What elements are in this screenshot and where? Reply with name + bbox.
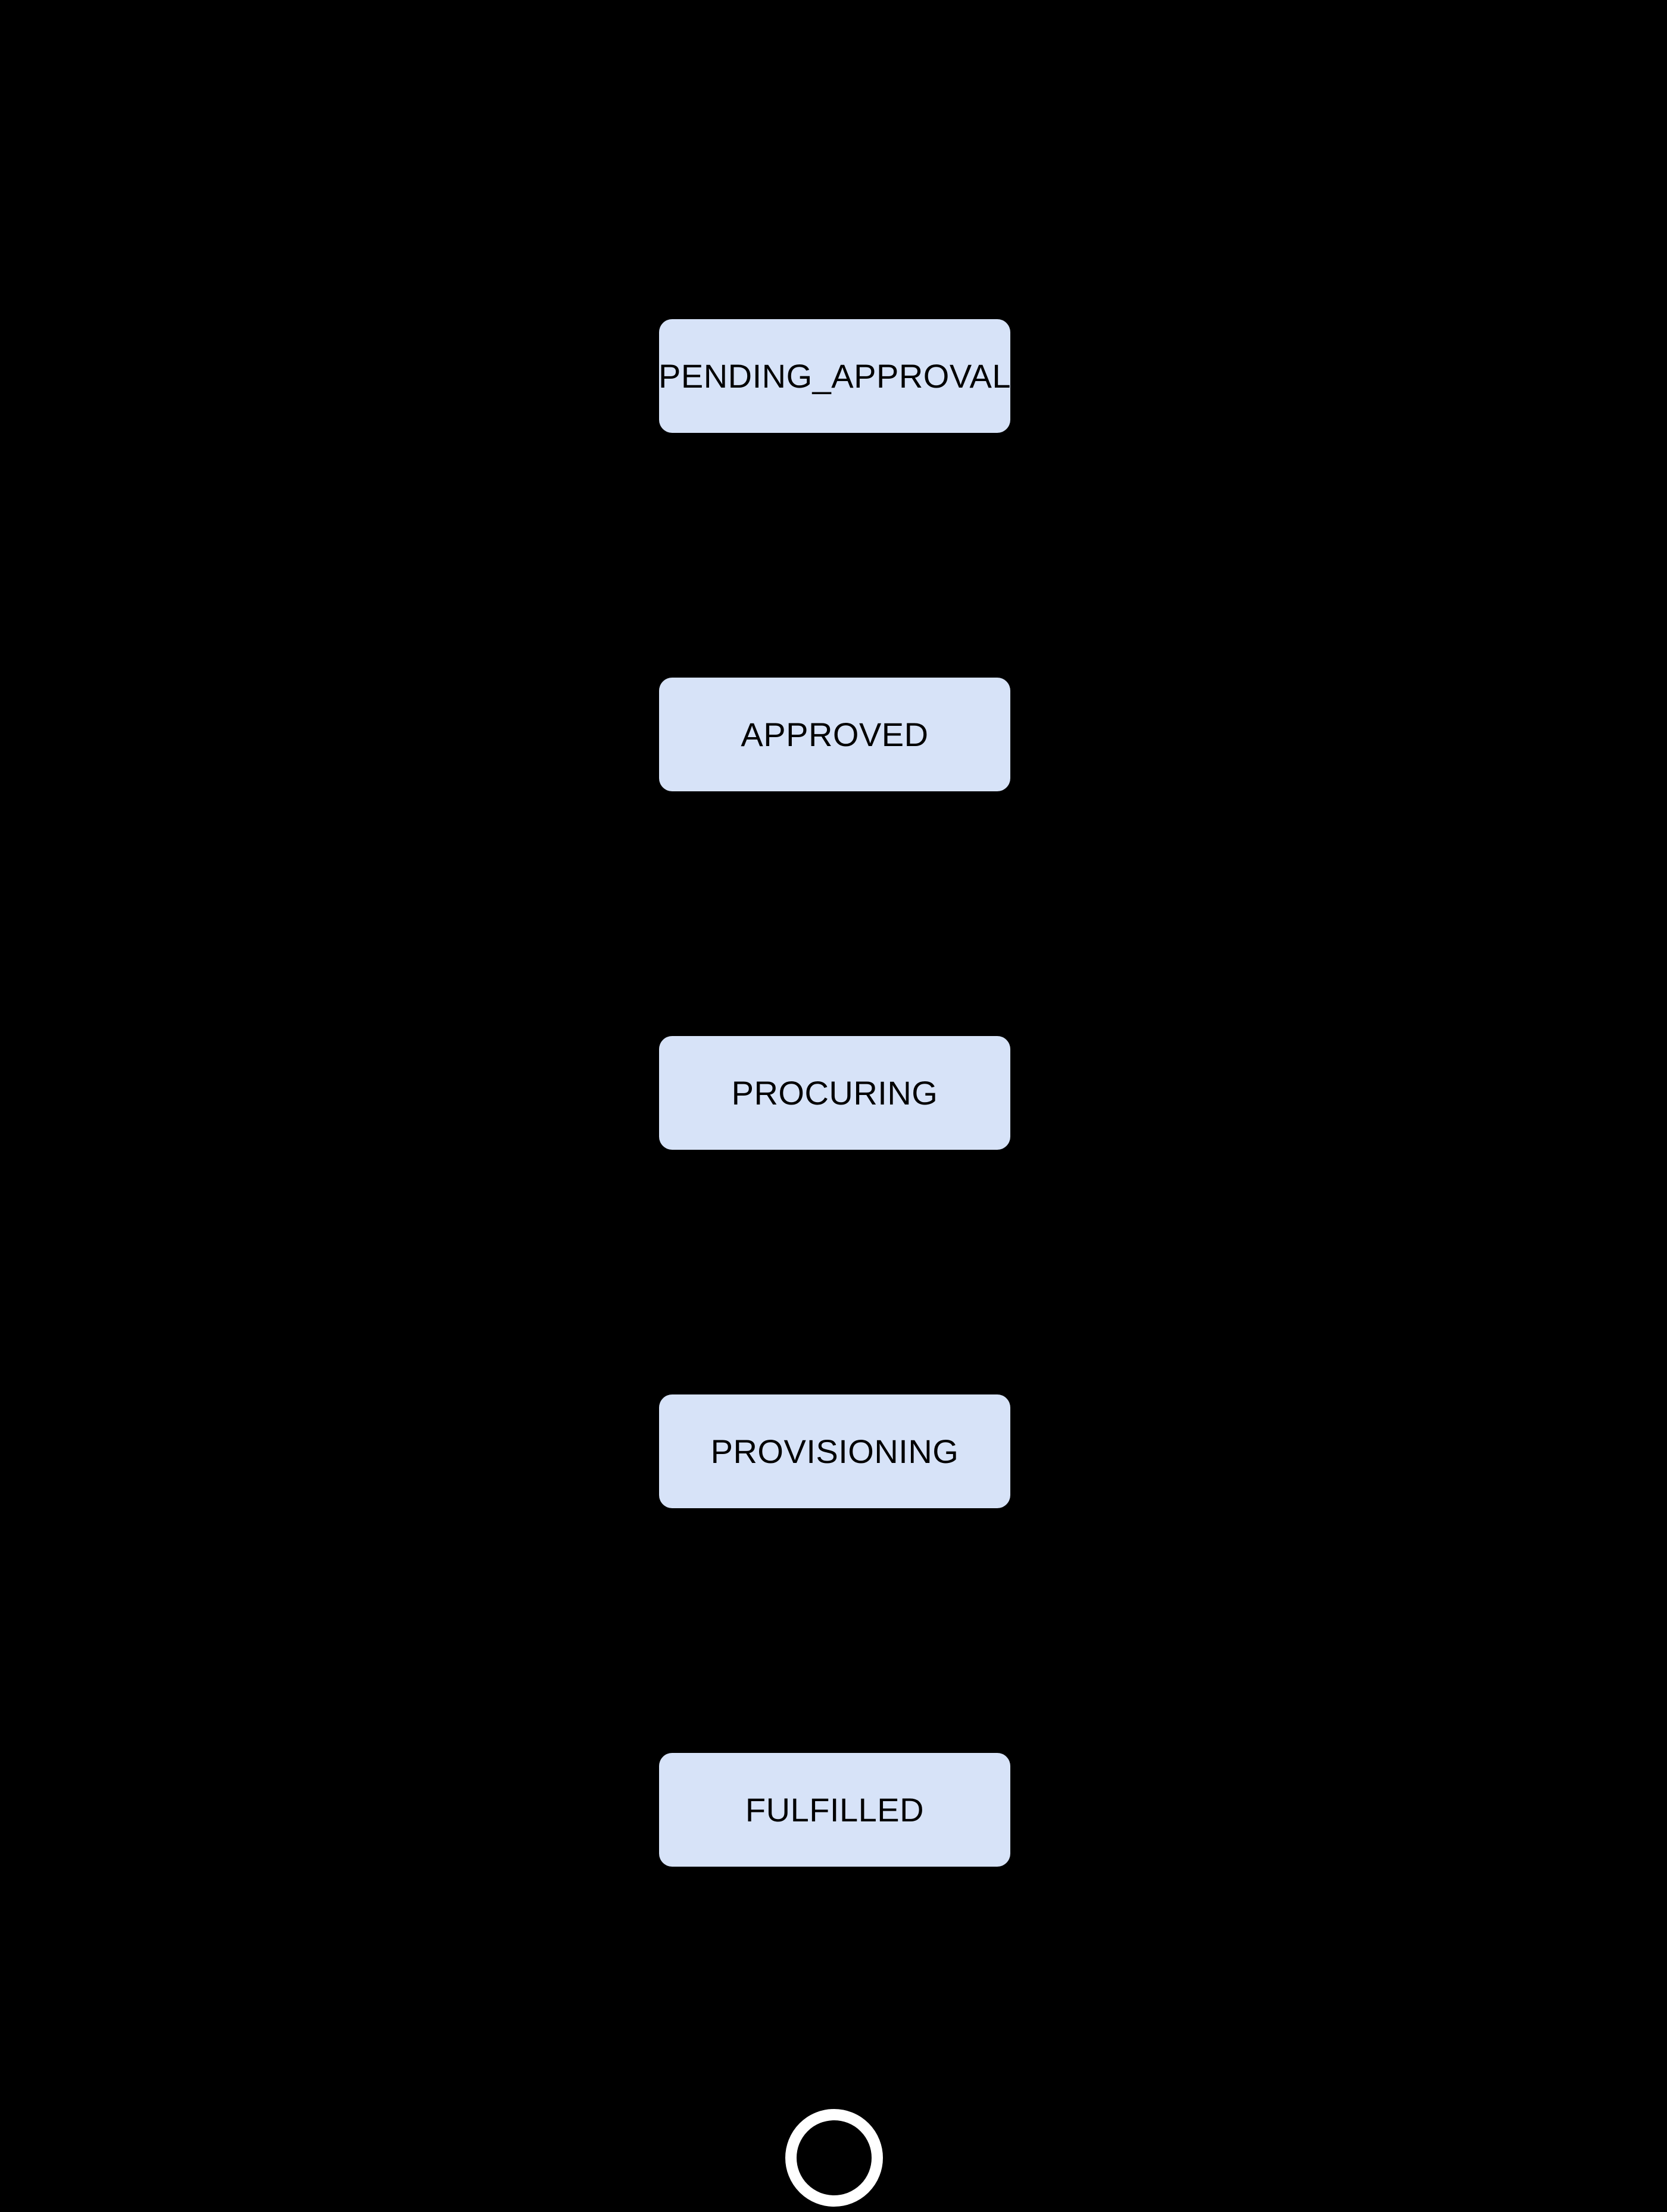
final-state-circle-icon bbox=[785, 2109, 883, 2207]
state-node-approved: APPROVED bbox=[659, 678, 1010, 791]
state-label-provisioning: PROVISIONING bbox=[710, 1433, 959, 1470]
state-label-fulfilled: FULFILLED bbox=[745, 1791, 925, 1829]
state-label-pending-approval: PENDING_APPROVAL bbox=[658, 357, 1012, 395]
state-node-fulfilled: FULFILLED bbox=[659, 1753, 1010, 1867]
state-label-approved: APPROVED bbox=[741, 716, 929, 753]
state-label-procuring: PROCURING bbox=[731, 1074, 938, 1112]
state-node-pending-approval: PENDING_APPROVAL bbox=[658, 319, 1012, 433]
state-node-procuring: PROCURING bbox=[659, 1036, 1010, 1150]
state-node-provisioning: PROVISIONING bbox=[659, 1394, 1010, 1508]
